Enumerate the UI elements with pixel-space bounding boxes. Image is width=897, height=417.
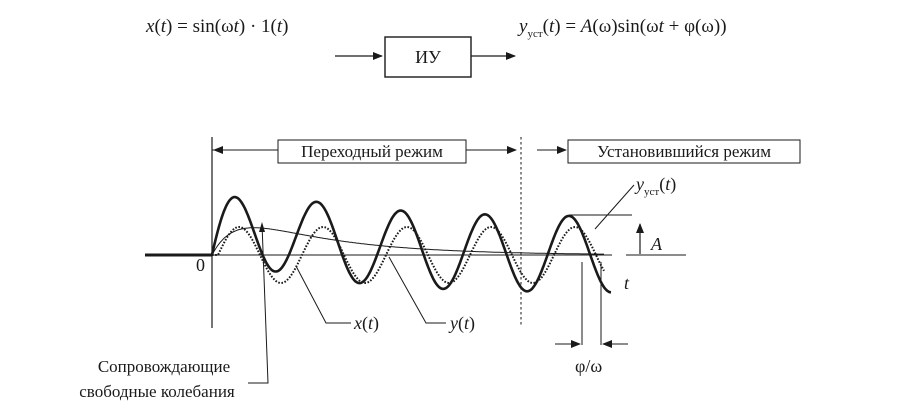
transient-mode-label: Переходный режим [301,142,443,161]
steady-mode-label: Установившийся режим [597,142,771,161]
free-oscillation-label-line2: свободные колебания [79,382,235,401]
free-oscillation-leader [248,223,269,384]
block-label: ИУ [415,47,441,67]
origin-label: 0 [196,255,205,275]
output-curve-leader [388,256,446,324]
steady-output-label: yуст(t) [634,174,676,198]
measuring-device-block [384,36,472,78]
time-axis-label: t [624,273,630,293]
steady-label-box [567,139,801,164]
input-curve-label: x(t) [353,313,379,334]
transient-label-box [277,139,467,164]
transient-left-arrowhead [213,146,223,154]
output-curve-label: y(t) [448,313,475,334]
input-signal-formula: x(t) = sin(ωt) · 1(t) [145,16,288,37]
input-curve-leader [295,265,351,324]
output-signal-curve [210,195,612,294]
phase-shift-label: φ/ω [575,356,602,376]
free-oscillation-leader-arrowhead [259,222,265,232]
free-oscillation-curve [211,227,604,256]
input-signal-curve [212,225,605,285]
steady-output-leader [594,184,635,230]
output-signal-formula: yуст(t) = A(ω)sin(ωt + φ(ω)) [517,16,727,40]
amplitude-label: A [650,234,663,254]
free-oscillation-label-line1: Сопровождающие [98,357,230,376]
